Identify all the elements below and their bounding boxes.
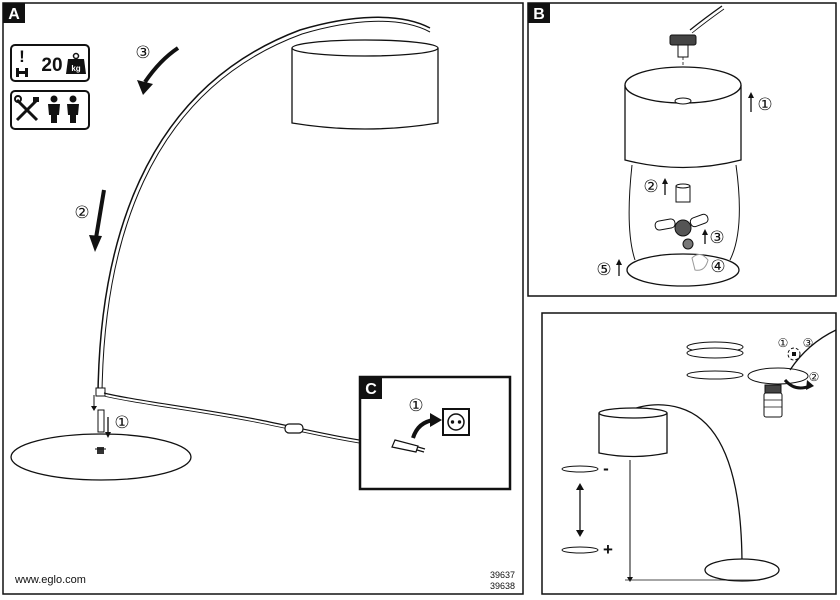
panel-c: C ① [358, 375, 512, 491]
weight-unit: kg [71, 64, 80, 73]
lamp-base [10, 433, 192, 481]
socket-icon [442, 408, 470, 436]
minus-sign: - [603, 459, 609, 478]
weight-value: 20 [41, 55, 62, 76]
panel-a: A ! 20 kg [2, 2, 524, 595]
disc-bottom [561, 546, 599, 554]
rotate-arrow-step-2 [783, 378, 814, 390]
arrow-step-3 [137, 46, 180, 95]
step-1-d: ① [778, 336, 789, 350]
double-arrow [576, 483, 584, 537]
panel-c-label-box [360, 377, 382, 399]
panel-c-label: C [365, 381, 377, 398]
person-icon-1 [48, 95, 60, 123]
hand-icon [691, 254, 709, 271]
weight-icon: ! 20 kg [10, 44, 90, 82]
plug-in-arrow [411, 413, 442, 439]
step-3-d: ③ [803, 336, 814, 350]
step-1-b: ① [757, 95, 772, 114]
step-4-b: ④ [710, 257, 725, 276]
dumbbell-icon [16, 68, 28, 77]
panel-b-frame [527, 2, 837, 297]
step-2-d: ② [809, 370, 820, 384]
arc-pole-d [626, 404, 743, 567]
panel-a-frame [2, 2, 524, 595]
lamp-shade-b [624, 66, 742, 169]
lamp-shade [291, 39, 439, 130]
tools-icon [14, 95, 39, 122]
shade-ring [675, 183, 691, 203]
panel-d: - + ① ③ [541, 312, 837, 595]
lamp-base-d [704, 558, 780, 582]
pole-end [689, 5, 723, 31]
step-1-a: ① [114, 413, 129, 432]
tools-two-persons-icon [10, 90, 90, 130]
socket-assembly [654, 213, 709, 250]
pole-bottom [97, 409, 105, 433]
disc-top [561, 465, 599, 473]
mount-ring [747, 367, 809, 385]
model-number-2: 39638 [490, 581, 515, 591]
arc-pole [97, 16, 431, 394]
step-2-a: ② [74, 203, 89, 222]
panel-b-label-box [528, 3, 550, 23]
website-text: www.eglo.com [14, 574, 86, 586]
cable-switch [284, 423, 304, 434]
power-plug [391, 439, 426, 453]
rotate-icon [787, 347, 801, 361]
step-3-b: ③ [709, 228, 724, 247]
panel-a-label-box [3, 3, 25, 23]
panel-c-frame [358, 375, 512, 491]
kg-weight-icon: kg [66, 52, 86, 74]
step-2-b: ② [643, 177, 658, 196]
step-3-a: ③ [135, 43, 150, 62]
pole-end-d [789, 329, 837, 371]
step-5-b: ⑤ [596, 260, 611, 279]
arrow-step-2 [89, 189, 106, 252]
ring-set [686, 341, 744, 380]
pole-joint [95, 387, 106, 397]
model-number-1: 39637 [490, 570, 515, 580]
panel-d-frame [541, 312, 837, 595]
lamp-shade-d [598, 407, 668, 458]
plus-sign: + [603, 540, 613, 559]
light-bulb [763, 384, 783, 418]
panel-b-label: B [533, 6, 545, 23]
person-icon-2 [67, 95, 79, 123]
panel-b: B ① ② [527, 2, 837, 297]
lamp-socket-top [669, 34, 697, 100]
warning-mark: ! [19, 47, 25, 66]
panel-a-label: A [8, 6, 20, 23]
step-1-c: ① [408, 396, 423, 415]
diffuser-plate [626, 253, 740, 287]
